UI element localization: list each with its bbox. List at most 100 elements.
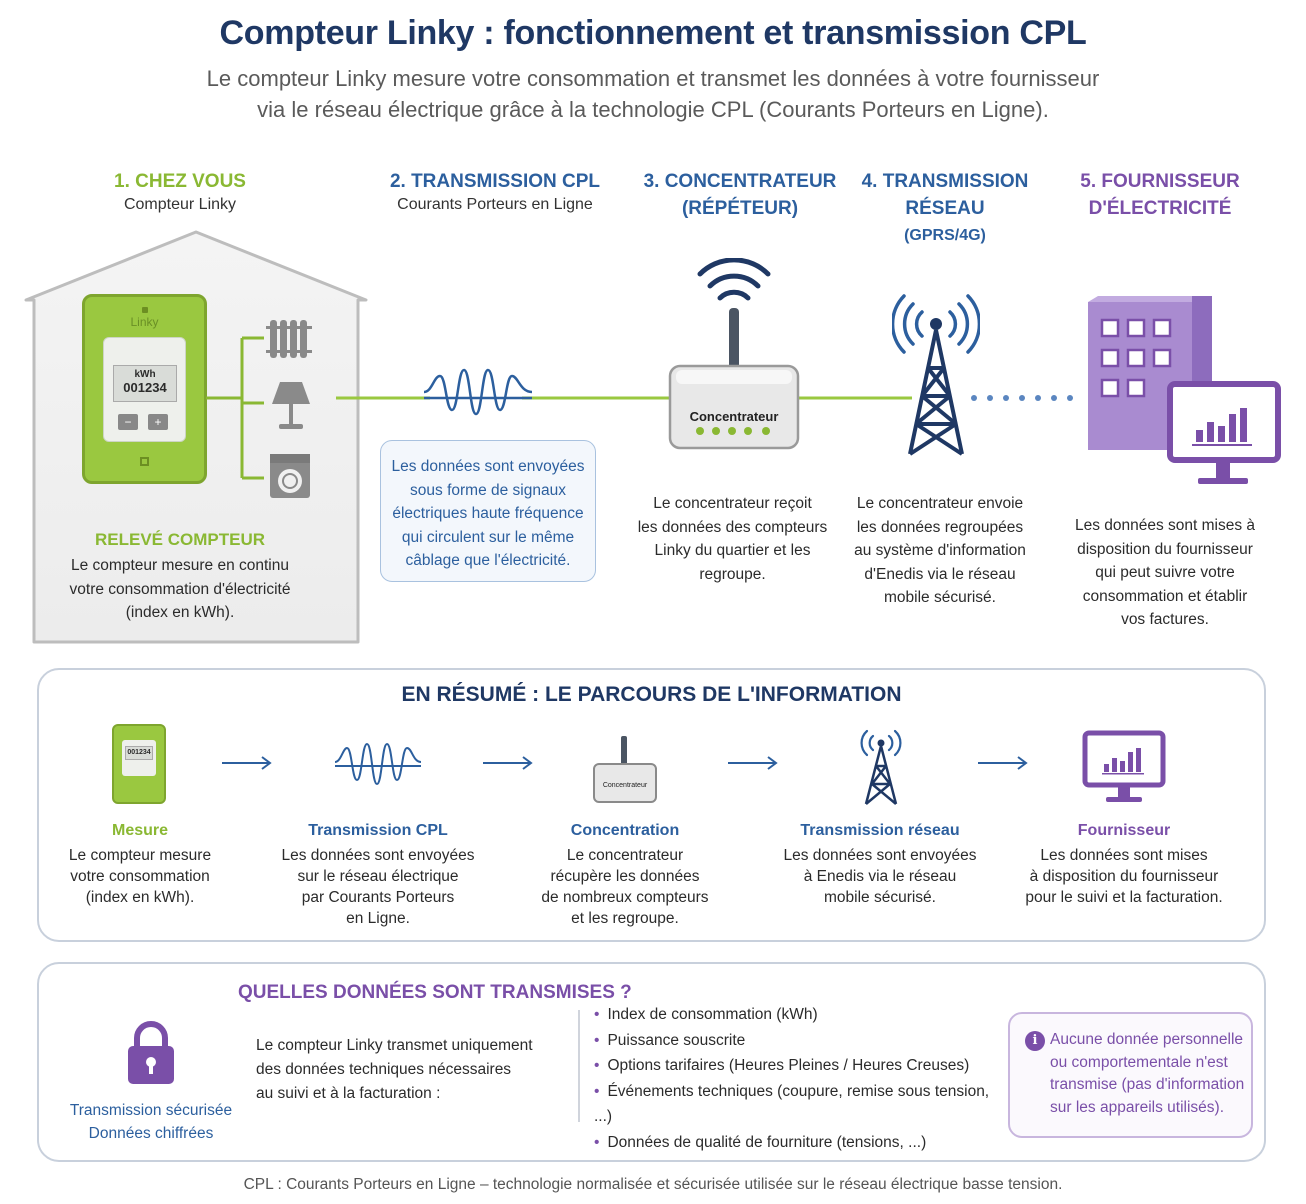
power-line — [336, 395, 1073, 401]
summary-title: EN RÉSUMÉ : LE PARCOURS DE L'INFORMATION — [401, 683, 902, 706]
summary-item-2-label: Transmission CPL — [308, 822, 448, 839]
summary-concentrator-icon — [593, 736, 657, 803]
data-intro-line-1: Le compteur Linky transmet uniquement — [256, 1037, 533, 1054]
summary-item-2-text: Les données sont envoyées sur le réseau … — [268, 845, 488, 929]
step-4-subtitle: (GPRS/4G) — [904, 227, 986, 244]
summary-item-5-line-3: pour le suivi et la facturation. — [1025, 889, 1223, 906]
summary-meter-icon: 001234 — [112, 724, 166, 804]
secure-line-1: Transmission sécurisée — [69, 1102, 233, 1119]
supplier-line-3: qui peut suivre votre — [1095, 564, 1235, 581]
cpl-line-3: électriques haute fréquence — [392, 505, 584, 522]
step-3-title-line-2: (RÉPÉTEUR) — [681, 198, 799, 219]
summary-meter-panel: 001234 — [122, 740, 156, 776]
summary-item-2-line-1: Les données sont envoyées — [281, 847, 475, 864]
network-line-3: au système d'information — [854, 542, 1026, 559]
meter-index: 001234 — [123, 380, 167, 395]
summary-item-3-label: Concentration — [570, 822, 680, 839]
network-line-2: les données regroupées — [856, 518, 1024, 536]
step-5-title-line-2: D'ÉLECTRICITÉ — [1088, 198, 1232, 219]
data-bullet-list: Index de consommation (kWh) Puissance so… — [594, 1002, 1004, 1155]
meter-unit: kWh — [134, 369, 156, 380]
secure-line-2: Données chiffrées — [88, 1125, 214, 1142]
step-4-title-line-1: 4. TRANSMISSION — [861, 171, 1029, 192]
cpl-line-2: sous forme de signaux — [410, 481, 566, 499]
privacy-line-4: sur les appareils utilisés). — [1050, 1098, 1225, 1116]
step-1-subtitle: Compteur Linky — [123, 196, 237, 213]
summary-item-2-line-4: en Ligne. — [346, 910, 410, 927]
summary-item-5-line-1: Les données sont mises — [1040, 847, 1208, 864]
data-intro: Le compteur Linky transmet uniquement de… — [256, 1034, 556, 1106]
supplier-line-2: disposition du fournisseur — [1077, 540, 1253, 558]
lock-icon — [128, 1021, 174, 1084]
summary-item-4-line-2: à Enedis via le réseau — [803, 868, 957, 885]
summary-meter-index: 001234 — [125, 746, 153, 760]
summary-tower-icon — [860, 729, 902, 805]
cell-tower-icon — [892, 294, 980, 456]
summary-item-2-line-3: par Courants Porteurs — [301, 889, 455, 906]
data-bullet-item: Puissance souscrite — [594, 1028, 1004, 1054]
meter-led — [142, 307, 148, 313]
network-line-4: d'Enedis via le réseau — [864, 565, 1016, 583]
releve-line-2: votre consommation d'électricité — [69, 580, 291, 598]
summary-item-1-text: Le compteur mesure votre consommation (i… — [40, 845, 240, 908]
summary-wave-icon — [334, 742, 422, 786]
step-4-title-line-2: RÉSEAU — [905, 198, 985, 219]
lamp-icon — [272, 382, 310, 429]
cpl-wave-icon — [423, 368, 533, 416]
summary-item-5-text: Les données sont mises à disposition du … — [1010, 845, 1238, 908]
summary-item-3-line-4: et les regroupe. — [571, 910, 679, 927]
step-2-subtitle: Courants Porteurs en Ligne — [397, 196, 593, 213]
summary-item-4-line-1: Les données sont envoyées — [783, 847, 977, 864]
cpl-line-5: câblage que l'électricité. — [405, 552, 571, 569]
network-line-5: mobile sécurisé. — [884, 589, 996, 606]
concentrator-line-4: regroupe. — [699, 565, 766, 583]
summary-item-1-line-2: votre consommation — [70, 868, 210, 885]
summary-panel — [37, 668, 1266, 942]
supplier-description: Les données sont mises à disposition du … — [1055, 514, 1275, 632]
meter-brand: Linky — [130, 315, 159, 329]
summary-item-1-line-1: Le compteur mesure — [68, 847, 212, 864]
step-4-title: 4. TRANSMISSION RÉSEAU (GPRS/4G) — [845, 168, 1045, 249]
privacy-line-3: transmise (pas d'information — [1050, 1076, 1245, 1093]
step-5-title-line-1: 5. FOURNISSEUR — [1080, 171, 1240, 192]
summary-item-1-label: Mesure — [111, 822, 169, 839]
supplier-line-5: vos factures. — [1121, 611, 1209, 628]
concentrator-line-1: Le concentrateur reçoit — [653, 495, 812, 512]
summary-item-3-line-1: Le concentrateur — [566, 847, 684, 864]
step-3-title: 3. CONCENTRATEUR (RÉPÉTEUR) — [640, 168, 840, 222]
summary-item-5-line-2: à disposition du fournisseur — [1029, 868, 1219, 885]
concentrator-line-3: Linky du quartier et les — [654, 542, 811, 559]
data-intro-line-3: au suivi et à la facturation : — [256, 1085, 441, 1102]
data-bullet-item: Données de qualité de fourniture (tensio… — [594, 1130, 1004, 1156]
washing-machine-icon — [270, 454, 310, 498]
summary-item-5-label: Fournisseur — [1077, 822, 1171, 839]
meter-display: kWh 001234 — [113, 365, 177, 402]
privacy-info-box — [1008, 1012, 1253, 1138]
summary-item-3-line-3: de nombreux compteurs — [541, 889, 709, 906]
cpl-description-box — [380, 440, 596, 582]
data-bullet-item: Options tarifaires (Heures Pleines / Heu… — [594, 1053, 1004, 1079]
step-5-title: 5. FOURNISSEUR D'ÉLECTRICITÉ — [1060, 168, 1260, 222]
data-divider — [578, 1010, 580, 1122]
footer-note: CPL : Courants Porteurs en Ligne – techn… — [243, 1176, 1063, 1193]
secure-transmission-label: Transmission sécurisée Données chiffrées — [60, 1099, 242, 1145]
cpl-line-4: qui circulent sur le même — [401, 528, 575, 546]
privacy-info-text: Aucune donnée personnelle ou comportemen… — [1050, 1029, 1250, 1119]
meter-minus-button: − — [118, 414, 138, 430]
data-section-title: QUELLES DONNÉES SONT TRANSMISES ? — [238, 982, 632, 1003]
concentrator-label: Concentrateur — [689, 409, 779, 424]
summary-concentrator-label: Concentrateur — [602, 782, 648, 789]
releve-line-1: Le compteur mesure en continu — [71, 557, 289, 574]
concentrator-leds — [696, 427, 770, 435]
supplier-building-icon — [1088, 296, 1281, 484]
summary-item-1-line-3: (index en kWh). — [85, 889, 195, 906]
summary-monitor-icon — [1082, 730, 1166, 802]
summary-item-3-text: Le concentrateur récupère les données de… — [520, 845, 730, 929]
releve-title: RELEVÉ COMPTEUR — [94, 530, 266, 549]
summary-arrows — [222, 756, 1028, 770]
appliance-wiring — [206, 336, 264, 480]
radiator-icon — [266, 320, 312, 358]
privacy-line-2: ou comportementale n'est — [1050, 1053, 1228, 1071]
summary-item-4-label: Transmission réseau — [800, 822, 960, 839]
summary-item-4-line-3: mobile sécurisé. — [824, 889, 936, 906]
